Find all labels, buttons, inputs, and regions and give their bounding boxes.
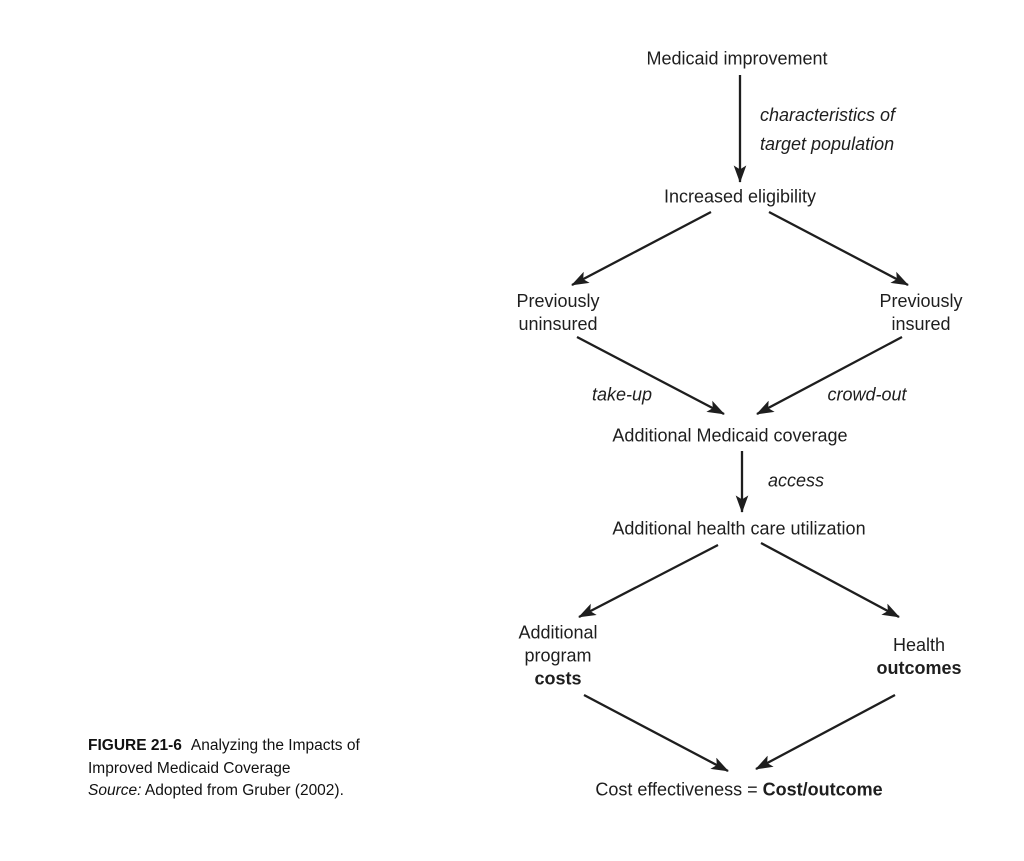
caption-title-line1: Analyzing the Impacts of [190, 737, 360, 754]
node-medicaid-improvement: Medicaid improvement [646, 48, 828, 69]
arrow-utilization-to-outcomes [760, 541, 900, 619]
figure-number-label: FIGURE 21-6 [88, 737, 182, 754]
arrow-insured-to-coverage [756, 335, 903, 416]
source-label: Source: [88, 782, 142, 799]
edge-label-characteristics: characteristics of target population [760, 101, 895, 159]
edge-label-crowd-out: crowd-out [827, 384, 907, 405]
caption-line-1: FIGURE 21-6 Analyzing the Impacts of [88, 735, 448, 758]
node-previously-uninsured: Previously uninsured [516, 290, 599, 336]
node-additional-program-costs-line3: costs [534, 668, 582, 689]
node-increased-eligibility: Increased eligibility [663, 186, 817, 207]
cost-effectiveness-prefix: Cost effectiveness = [595, 779, 758, 800]
cost-effectiveness-formula: Cost/outcome [762, 779, 883, 800]
node-health-outcomes-line2: outcomes [876, 658, 962, 678]
figure-caption: FIGURE 21-6 Analyzing the Impacts of Impr… [88, 735, 448, 803]
node-previously-insured-line2: insured [891, 314, 951, 334]
edge-label-access: access [767, 470, 825, 491]
edge-label-characteristics-line1: characteristics of [760, 105, 896, 125]
node-previously-insured: Previously insured [879, 290, 962, 336]
arrow-eligibility-to-insured [768, 210, 909, 287]
node-additional-program-costs: Additional program costs [518, 622, 597, 691]
node-health-outcomes: Health outcomes [876, 634, 961, 680]
node-previously-uninsured-line2: uninsured [518, 314, 598, 334]
arrow-outcomes-to-effectiveness [755, 693, 896, 771]
node-cost-effectiveness: Cost effectiveness = Cost/outcome [595, 779, 882, 802]
arrow-costs-to-effectiveness [583, 693, 729, 773]
node-additional-health-care-utilization: Additional health care utilization [612, 518, 866, 539]
node-previously-uninsured-line1: Previously [516, 291, 600, 311]
node-previously-insured-line1: Previously [879, 291, 963, 311]
edge-label-take-up: take-up [591, 384, 653, 405]
arrow-eligibility-to-uninsured [571, 210, 712, 287]
node-additional-program-costs-line1: Additional [518, 622, 598, 643]
node-additional-medicaid-coverage: Additional Medicaid coverage [612, 425, 848, 446]
node-health-outcomes-line1: Health [892, 635, 946, 655]
source-text: Adopted from Gruber (2002). [144, 782, 344, 799]
arrow-uninsured-to-coverage [576, 335, 725, 416]
caption-title-line2: Improved Medicaid Coverage [88, 759, 291, 777]
arrow-utilization-to-costs [578, 543, 719, 619]
caption-source-line: Source: Adopted from Gruber (2002). [88, 780, 448, 803]
edge-label-characteristics-line2: target population [760, 134, 895, 154]
node-additional-program-costs-line2: program [524, 645, 592, 666]
